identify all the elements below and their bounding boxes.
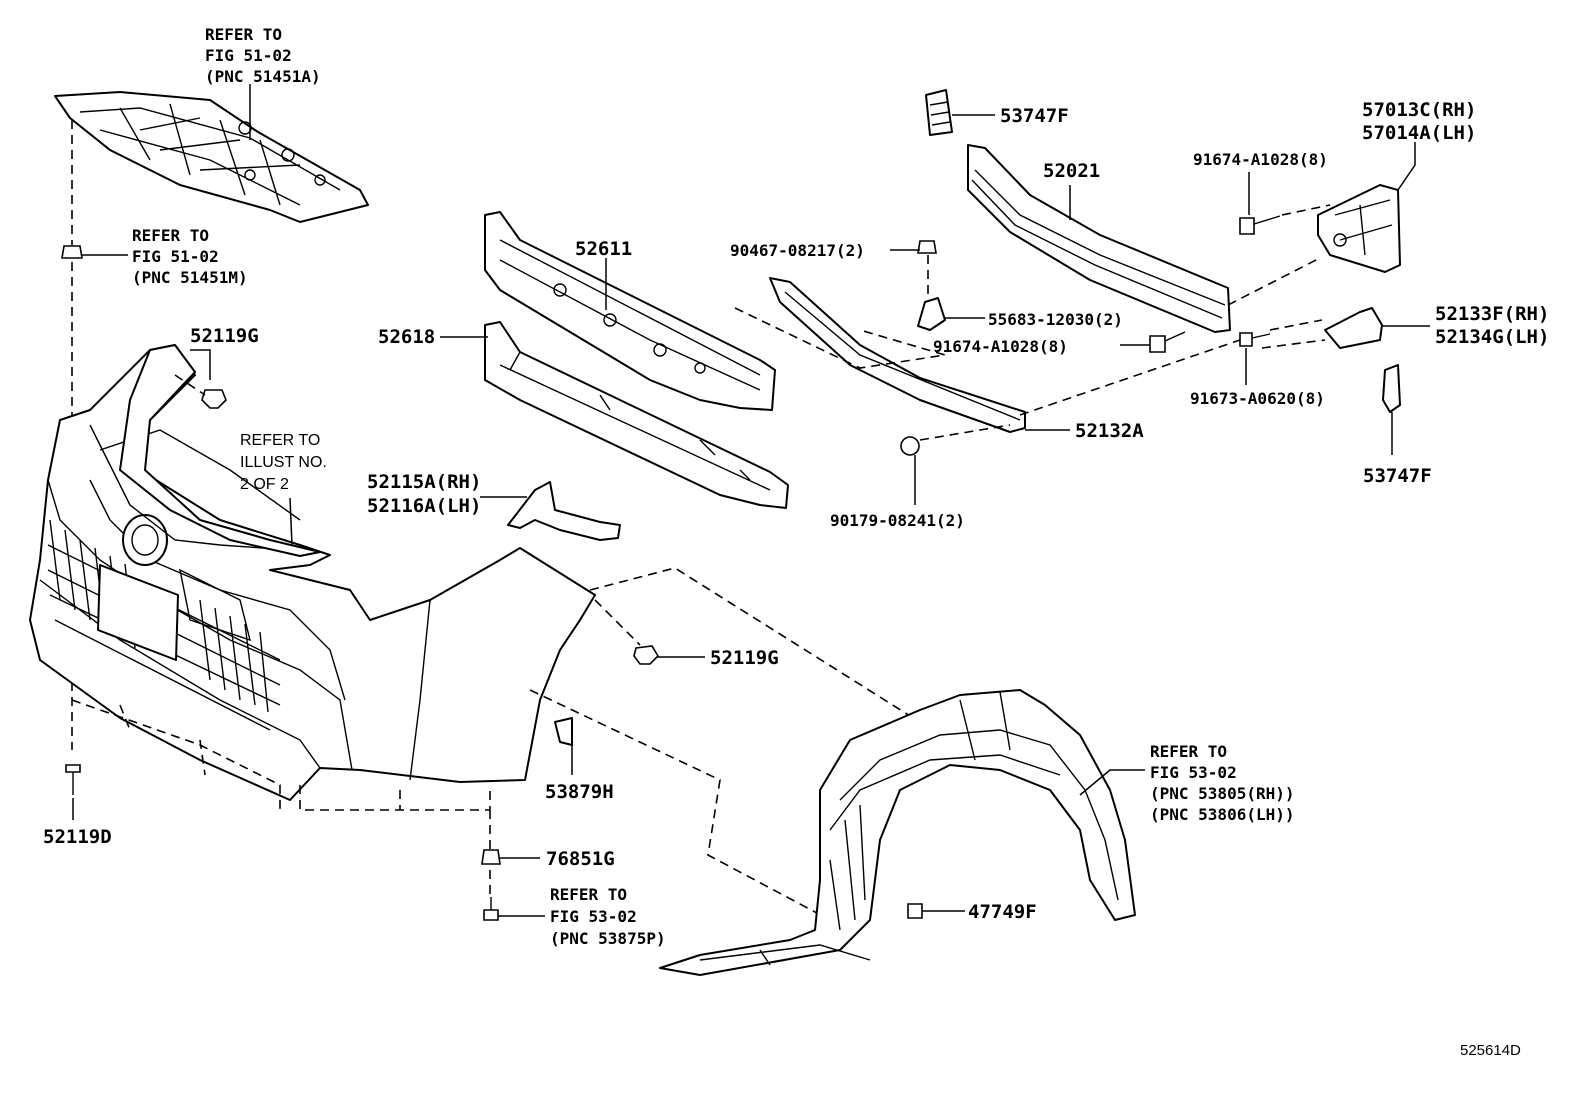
liner-ref-line4: (PNC 53806(LH)) (1150, 805, 1295, 824)
label-52119g-top: 52119G (190, 325, 259, 347)
label-91674-top: 91674-A1028(8) (1193, 150, 1328, 169)
bumper-side-bracket (507, 481, 621, 541)
clip-ref-line1: REFER TO (132, 226, 209, 245)
fender-liner (659, 689, 1136, 976)
label-90467: 90467-08217(2) (730, 241, 865, 260)
label-57014a: 57014A(LH) (1362, 122, 1476, 144)
label-91673: 91673-A0620(8) (1190, 389, 1325, 408)
bolt-53875p (483, 897, 499, 921)
liner-ref-line1: REFER TO (1150, 742, 1227, 761)
bracket-52133f (1324, 307, 1383, 349)
bolt-91674-top (1239, 215, 1281, 235)
label-57013c: 57013C(RH) (1362, 99, 1476, 121)
bumper-absorber-52611 (484, 211, 776, 411)
clip-51451m (61, 245, 83, 259)
lower-absorber-52618 (484, 321, 789, 509)
spacer-53747f-bottom (1382, 364, 1401, 413)
clip-ref-line2: FIG 51-02 (132, 247, 219, 266)
label-47749f: 47749F (968, 901, 1037, 923)
screw-91673 (1239, 332, 1271, 347)
label-90179: 90179-08241(2) (830, 511, 965, 530)
front-bracket-57013c (1317, 184, 1401, 273)
energy-absorber-52021 (967, 144, 1231, 333)
front-bumper-cover (29, 344, 596, 801)
clip-90467 (917, 240, 937, 254)
upper-cover-ref-line2: FIG 51-02 (205, 46, 292, 65)
clip-47749f (907, 903, 923, 919)
bracket-55683 (917, 297, 946, 331)
label-52119d: 52119D (43, 826, 112, 848)
label-52132a: 52132A (1075, 420, 1144, 442)
label-91674-mid: 91674-A1028(8) (933, 337, 1068, 356)
label-52021: 52021 (1043, 160, 1100, 182)
lower-ref-line2: FIG 53-02 (550, 907, 637, 926)
label-53747f-top: 53747F (1000, 105, 1069, 127)
illust-ref-line1: REFER TO (240, 432, 320, 449)
illust-ref-line2: ILLUST NO. (240, 454, 327, 471)
label-53879h: 53879H (545, 781, 614, 803)
label-76851g: 76851G (546, 848, 615, 870)
upper-cover-ref-line1: REFER TO (205, 25, 282, 44)
fastener-52119g-top (201, 389, 227, 409)
label-52133f: 52133F(RH) (1435, 303, 1549, 325)
lower-ref-line3: (PNC 53875P) (550, 929, 666, 948)
nut-90179 (900, 436, 920, 456)
bracket-53879h (554, 717, 573, 746)
label-52618: 52618 (378, 326, 435, 348)
engine-under-cover-upper (54, 91, 369, 223)
lower-ref-line1: REFER TO (550, 885, 627, 904)
label-52119g-mid: 52119G (710, 647, 779, 669)
clip-76851g (481, 849, 501, 865)
spacer-53747f-top (925, 89, 953, 136)
liner-ref-line2: FIG 53-02 (1150, 763, 1237, 782)
bolt-91674-mid (1149, 331, 1186, 353)
illust-ref-line3: 2 OF 2 (240, 476, 289, 493)
label-52611: 52611 (575, 238, 632, 260)
liner-ref-line3: (PNC 53805(RH)) (1150, 784, 1295, 803)
clip-ref-line3: (PNC 51451M) (132, 268, 248, 287)
bumper-reinforcement-52132a (769, 277, 1026, 433)
label-52116a: 52116A(LH) (367, 495, 481, 517)
upper-cover-ref-line3: (PNC 51451A) (205, 67, 321, 86)
label-52115a: 52115A(RH) (367, 471, 481, 493)
fastener-52119g-mid (633, 645, 660, 665)
bolt-52119d (65, 764, 81, 795)
label-55683: 55683-12030(2) (988, 310, 1123, 329)
grille-upper-molding (119, 344, 321, 557)
label-52134g: 52134G(LH) (1435, 326, 1549, 348)
label-53747f-bottom: 53747F (1363, 465, 1432, 487)
illustration-id: 525614D (1460, 1042, 1521, 1059)
